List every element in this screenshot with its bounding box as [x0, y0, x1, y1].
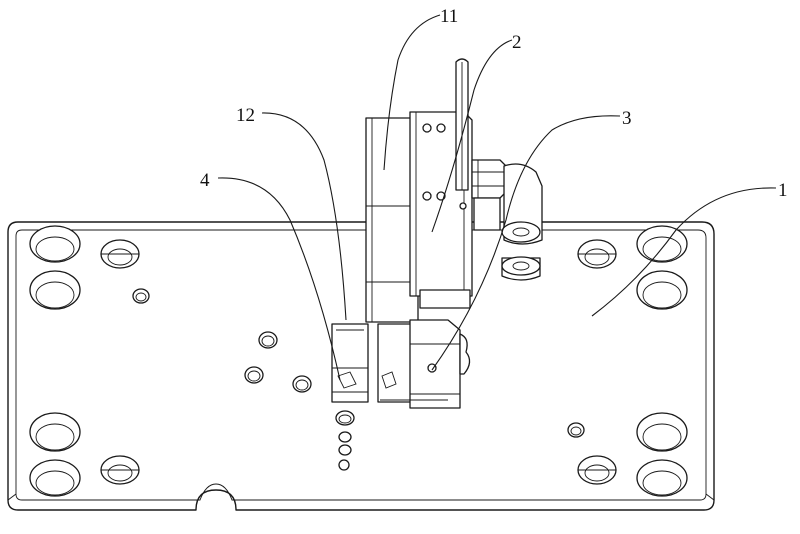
- callout-11: 11: [440, 6, 458, 27]
- callout-1: 1: [778, 180, 788, 201]
- callout-12: 12: [236, 105, 255, 126]
- pneumatic-fitting: [472, 160, 542, 280]
- callout-2: 2: [512, 32, 522, 53]
- vertical-rod: [456, 59, 468, 190]
- leader-12: [262, 113, 346, 320]
- leader-4: [218, 178, 340, 380]
- callout-4: 4: [200, 170, 210, 191]
- fixture-left: [332, 324, 368, 402]
- callout-3: 3: [622, 108, 632, 129]
